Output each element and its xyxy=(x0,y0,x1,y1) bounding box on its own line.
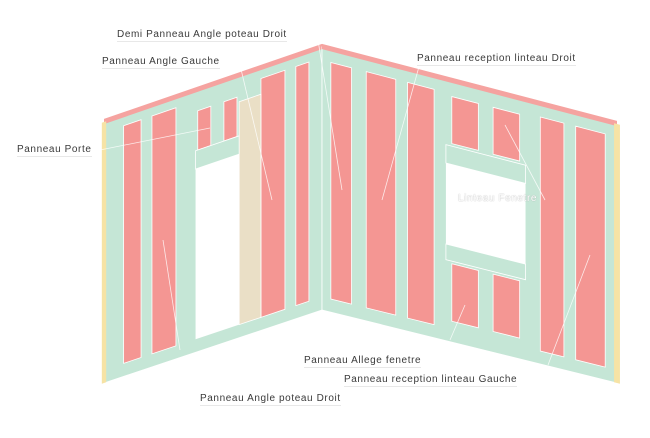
wall-panel xyxy=(407,81,435,326)
leader-allege xyxy=(449,304,466,341)
label-panneau-angle-poteau-droit: Panneau Angle poteau Droit xyxy=(200,393,341,406)
door-post xyxy=(238,93,262,326)
wall-panel xyxy=(539,116,565,358)
panel-below-window xyxy=(451,263,479,329)
panel-below-window xyxy=(492,273,521,339)
label-panneau-angle-gauche: Panneau Angle Gauche xyxy=(102,56,220,69)
label-panneau-porte: Panneau Porte xyxy=(17,144,92,157)
door-lintel xyxy=(195,135,240,170)
panel-above-door xyxy=(223,96,238,142)
wall-panel xyxy=(260,69,286,318)
wall-panel xyxy=(151,107,177,355)
label-panneau-reception-linteau-gauche: Panneau reception linteau Gauche xyxy=(344,374,518,387)
leader-reception-gauche xyxy=(547,254,591,366)
wall-panel xyxy=(365,71,397,316)
label-linteau-fenetre: Linteau Fenetre xyxy=(458,193,538,204)
leader-reception-droit xyxy=(381,62,421,201)
left-wall-top-plate xyxy=(104,43,322,125)
left-end-post xyxy=(101,121,107,384)
right-end-post xyxy=(614,123,620,384)
leader-linteau xyxy=(504,124,546,201)
right-wall-top-plate xyxy=(322,43,617,127)
window-lintel xyxy=(445,144,526,184)
label-panneau-reception-linteau-droit: Panneau reception linteau Droit xyxy=(417,53,576,66)
wall-panel xyxy=(575,125,606,368)
leader-demi-angle xyxy=(317,39,343,191)
door-opening xyxy=(195,154,240,340)
leader-angle-poteau xyxy=(162,239,181,351)
wall-panel xyxy=(295,61,310,307)
wall-panel xyxy=(123,119,142,364)
label-demi-panneau-angle-poteau-droit: Demi Panneau Angle poteau Droit xyxy=(117,29,287,42)
window-opening xyxy=(445,162,526,265)
panel-above-window xyxy=(492,106,521,162)
window-sill xyxy=(445,243,526,281)
leader-angle-gauche xyxy=(239,64,273,201)
panel-above-window xyxy=(451,96,479,151)
label-panneau-allege-fenetre: Panneau Allege fenetre xyxy=(304,355,422,368)
leader-porte xyxy=(99,127,211,151)
